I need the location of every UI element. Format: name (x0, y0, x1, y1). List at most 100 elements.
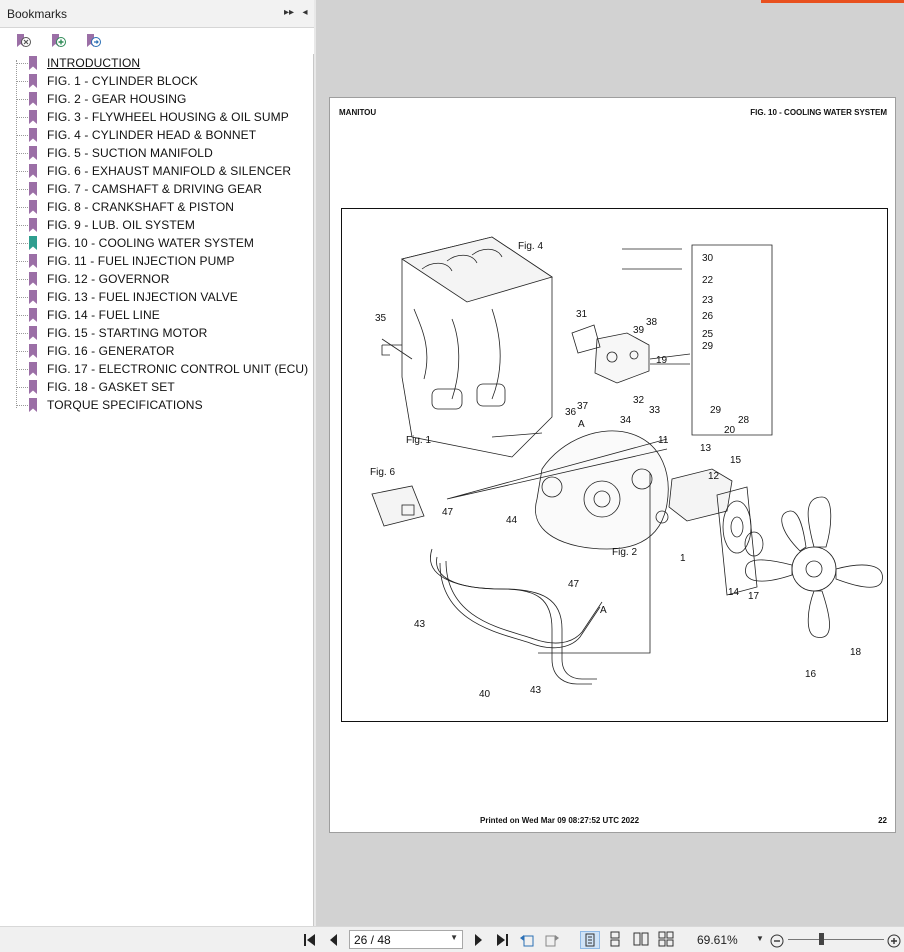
bookmark-label: TORQUE SPECIFICATIONS (47, 398, 203, 412)
page-number-field[interactable]: 26 / 48 ▼ (349, 930, 463, 949)
collapse-panel-icon[interactable]: ◂ (302, 7, 308, 18)
part-label: 47 (442, 507, 454, 518)
single-page-view-button[interactable] (580, 931, 600, 949)
bookmarks-panel: Bookmarks ▸▸ ◂ INTRODUCTION FIG. 1 - CYLI… (0, 0, 314, 926)
part-label: 43 (530, 685, 542, 696)
bookmark-item[interactable]: FIG. 17 - ELECTRONIC CONTROL UNIT (ECU) (16, 360, 308, 378)
page-header-brand: MANITOU (339, 108, 377, 117)
bookmark-icon (29, 380, 37, 394)
page-number-value: 26 / 48 (354, 933, 391, 947)
part-label: 16 (805, 669, 817, 680)
previous-page-icon[interactable] (326, 932, 342, 948)
bookmark-item[interactable]: FIG. 8 - CRANKSHAFT & PISTON (16, 198, 308, 216)
page-header-title: FIG. 10 - COOLING WATER SYSTEM (750, 108, 887, 117)
part-label: 17 (748, 591, 760, 602)
part-label: 34 (620, 415, 632, 426)
bookmark-item[interactable]: FIG. 16 - GENERATOR (16, 342, 308, 360)
parts-diagram: Fig. 4 Fig. 1 Fig. 6 Fig. 2 30 22 23 26 … (341, 208, 888, 722)
single-page-icon (585, 933, 595, 947)
bookmark-icon (29, 128, 37, 142)
add-bookmark-icon[interactable] (49, 32, 67, 50)
zoom-level[interactable]: 69.61% (697, 933, 738, 947)
expand-bookmark-icon[interactable] (84, 32, 102, 50)
bookmark-item[interactable]: FIG. 9 - LUB. OIL SYSTEM (16, 216, 308, 234)
bookmark-label: FIG. 2 - GEAR HOUSING (47, 92, 187, 106)
bookmark-item[interactable]: FIG. 7 - CAMSHAFT & DRIVING GEAR (16, 180, 308, 198)
chevron-down-icon[interactable]: ▼ (450, 933, 458, 942)
delete-bookmark-icon[interactable] (14, 32, 32, 50)
bookmark-item[interactable]: INTRODUCTION (16, 54, 308, 72)
next-view-icon[interactable] (544, 932, 560, 948)
bookmark-icon (29, 272, 37, 286)
zoom-out-icon[interactable] (769, 933, 785, 949)
zoom-slider-thumb[interactable] (819, 933, 824, 945)
part-label: 23 (702, 295, 714, 306)
part-label: 40 (479, 689, 491, 700)
bookmark-item[interactable]: FIG. 4 - CYLINDER HEAD & BONNET (16, 126, 308, 144)
panel-options-icon[interactable]: ▸▸ (283, 7, 295, 18)
zoom-dropdown-icon[interactable]: ▼ (756, 934, 764, 943)
continuous-facing-icon (658, 931, 674, 947)
part-label: 39 (633, 325, 645, 336)
part-label: 35 (375, 313, 387, 324)
bookmark-icon (29, 92, 37, 106)
exploded-view-drawing: Fig. 4 Fig. 1 Fig. 6 Fig. 2 30 22 23 26 … (370, 236, 883, 700)
bookmark-item[interactable]: FIG. 13 - FUEL INJECTION VALVE (16, 288, 308, 306)
bookmark-label: FIG. 6 - EXHAUST MANIFOLD & SILENCER (47, 164, 292, 178)
bookmark-icon (29, 344, 37, 358)
tree-connector (16, 369, 28, 370)
bookmark-icon (29, 164, 37, 178)
bookmark-item[interactable]: FIG. 12 - GOVERNOR (16, 270, 308, 288)
bookmark-item[interactable]: FIG. 15 - STARTING MOTOR (16, 324, 308, 342)
bookmark-item[interactable]: FIG. 1 - CYLINDER BLOCK (16, 72, 308, 90)
facing-view-button[interactable] (632, 931, 652, 949)
panel-splitter[interactable] (314, 0, 316, 926)
tree-connector (16, 405, 28, 406)
accent-bar (761, 0, 904, 3)
tree-line (16, 60, 17, 408)
ref-fig6: Fig. 6 (370, 467, 395, 478)
bookmark-item[interactable]: FIG. 5 - SUCTION MANIFOLD (16, 144, 308, 162)
zoom-slider[interactable] (788, 939, 884, 940)
continuous-view-button[interactable] (606, 931, 626, 949)
previous-view-icon[interactable] (519, 932, 535, 948)
part-label: 15 (730, 455, 742, 466)
bookmark-item[interactable]: FIG. 6 - EXHAUST MANIFOLD & SILENCER (16, 162, 308, 180)
continuous-page-icon (610, 931, 620, 947)
tree-connector (16, 225, 28, 226)
bookmark-item[interactable]: FIG. 18 - GASKET SET (16, 378, 308, 396)
zoom-in-icon[interactable] (886, 933, 902, 949)
tree-connector (16, 315, 28, 316)
tree-connector (16, 81, 28, 82)
first-page-icon[interactable] (302, 932, 318, 948)
bookmarks-title: Bookmarks (7, 7, 68, 21)
bookmark-label: FIG. 1 - CYLINDER BLOCK (47, 74, 198, 88)
next-page-icon[interactable] (470, 932, 486, 948)
bookmark-icon (29, 254, 37, 268)
tree-connector (16, 63, 28, 64)
bookmark-icon (29, 218, 37, 232)
bookmark-item[interactable]: TORQUE SPECIFICATIONS (16, 396, 308, 414)
tree-connector (16, 351, 28, 352)
part-label: 11 (658, 435, 669, 446)
bookmark-item[interactable]: FIG. 2 - GEAR HOUSING (16, 90, 308, 108)
last-page-icon[interactable] (494, 932, 510, 948)
bookmark-label: FIG. 11 - FUEL INJECTION PUMP (47, 254, 235, 268)
part-label: 19 (656, 355, 668, 366)
part-label: 30 (702, 253, 714, 264)
bookmark-item[interactable]: FIG. 11 - FUEL INJECTION PUMP (16, 252, 308, 270)
bookmarks-toolbar (0, 28, 314, 54)
tree-connector (16, 171, 28, 172)
bookmark-label: FIG. 18 - GASKET SET (47, 380, 175, 394)
bookmark-item[interactable]: FIG. 14 - FUEL LINE (16, 306, 308, 324)
tree-connector (16, 189, 28, 190)
continuous-facing-view-button[interactable] (657, 931, 677, 949)
bookmark-item[interactable]: FIG. 3 - FLYWHEEL HOUSING & OIL SUMP (16, 108, 308, 126)
bookmark-label: FIG. 4 - CYLINDER HEAD & BONNET (47, 128, 257, 142)
bookmark-item[interactable]: FIG. 10 - COOLING WATER SYSTEM (16, 234, 308, 252)
navigation-bar: 26 / 48 ▼ 69.61% ▼ (0, 926, 904, 952)
bookmark-icon (29, 110, 37, 124)
bookmark-icon (29, 398, 37, 412)
ref-fig2: Fig. 2 (612, 547, 637, 558)
bookmark-label: FIG. 5 - SUCTION MANIFOLD (47, 146, 213, 160)
